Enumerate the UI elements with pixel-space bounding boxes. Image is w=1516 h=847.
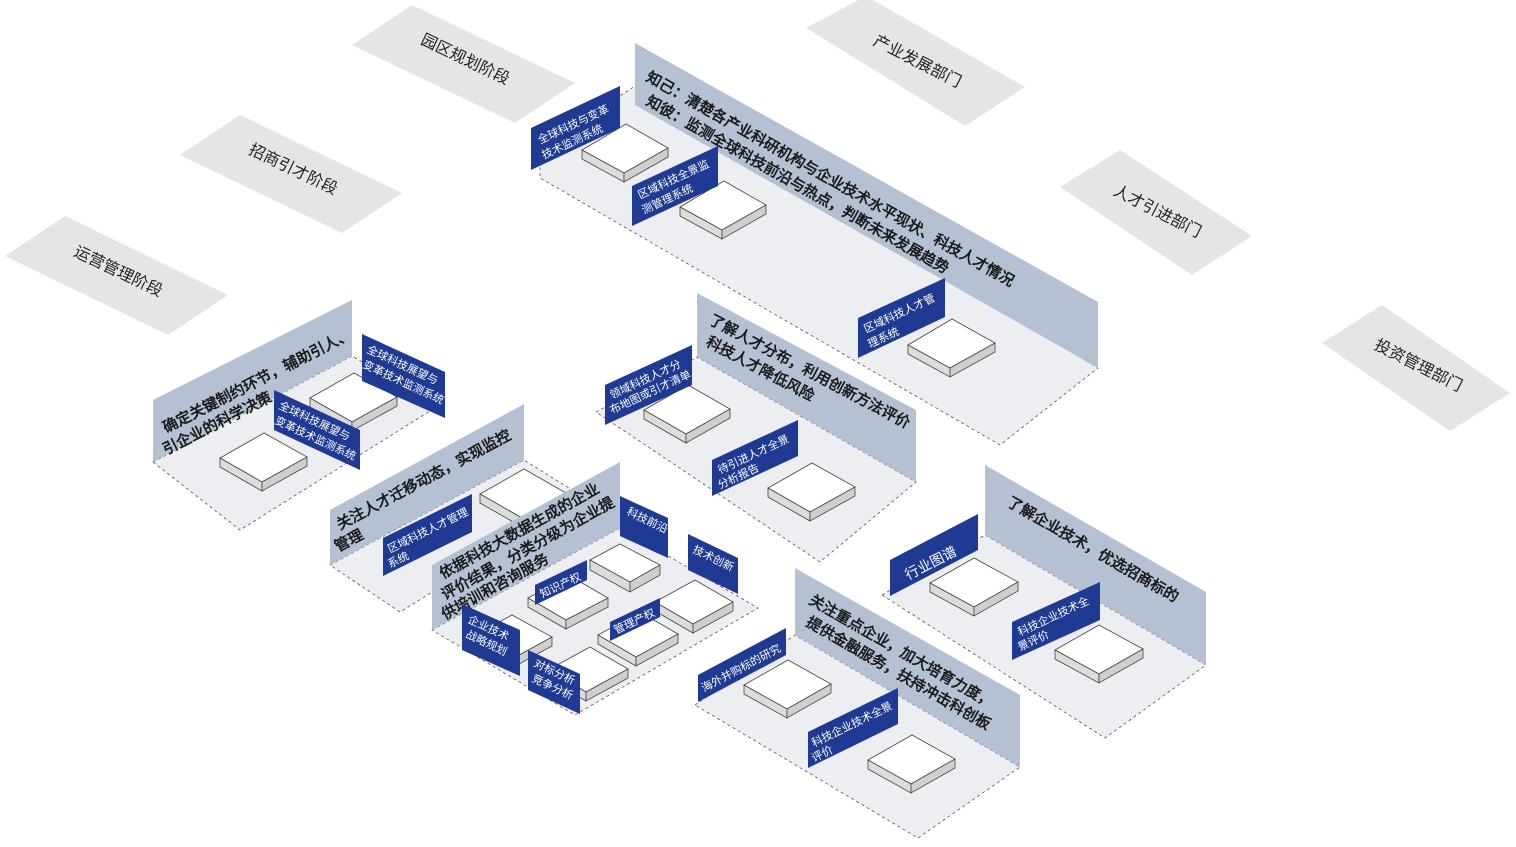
department-plate-talent: 人才引进部门 [1060,150,1252,275]
zone-bigdata-badge-innovation: 技术创新 [688,534,738,594]
zone-left-box-2 [219,432,308,492]
stage-plate-operation: 运营管理阶段 [5,216,228,335]
zone-mid-box-2 [767,462,856,522]
stage-plate-investment: 招商引才阶段 [180,115,402,233]
zone-bigdata-box-frontier [589,543,661,593]
department-plate-invest: 投资管理部门 [1322,305,1510,431]
zone-top-box-3 [907,318,996,378]
zone-top-box-1 [581,123,669,183]
zone-finance-box-2 [867,734,956,794]
zone-bigdata-box-ipmgmt [597,611,679,667]
zone-enterprise-box-1 [929,557,1019,617]
zone-finance-box-1 [743,659,832,719]
stage-plate-park-planning: 园区规划阶段 [352,5,575,123]
department-plate-industry: 产业发展部门 [806,0,1025,126]
zone-bigdata-box-ip [527,575,609,630]
zone-mid-box-1 [643,384,731,444]
zone-enterprise-box-2 [1054,624,1144,684]
zone-top-box-2 [679,180,767,240]
